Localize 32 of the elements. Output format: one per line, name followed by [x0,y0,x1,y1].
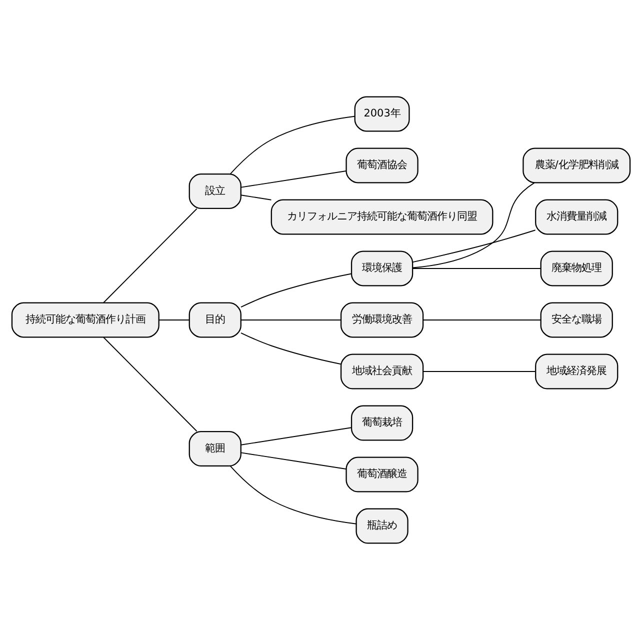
connector [412,230,536,263]
connector [103,208,198,304]
node-box: 地域経済発展 [535,354,618,390]
connector [240,332,342,365]
connector [230,116,355,174]
node-box: 環境保護 [350,250,414,286]
connector [412,268,542,269]
node-box: 安全な職場 [540,302,613,338]
node-box: 2003年 [354,96,410,132]
node-box: 廃棄物処理 [540,250,613,286]
node-box: 設立 [188,174,242,209]
node-box: 葡萄酒協会 [346,148,418,184]
node-box: カリフォルニア持続可能な葡萄酒作り同盟 [270,199,494,235]
node-box: 瓶詰め [356,508,408,544]
connector [422,371,536,372]
node-box: 葡萄酒醸造 [346,456,418,492]
node-box: 労働環境改善 [340,302,424,338]
connector [240,427,352,446]
connector [103,336,198,432]
node-box: 水消費量削減 [535,199,618,235]
connector [240,194,272,200]
node-box: 持続可能な葡萄酒作り計画 [11,302,160,338]
connector [412,182,535,268]
node-box: 範囲 [188,431,242,466]
connector [240,273,352,308]
node-box: 農薬/化学肥料削減 [522,148,631,184]
connector [240,452,346,470]
node-box: 地域社会貢献 [340,354,424,390]
connector [230,466,357,524]
node-box: 目的 [188,302,242,338]
node-box: 葡萄栽培 [350,405,414,441]
connector [240,170,346,188]
